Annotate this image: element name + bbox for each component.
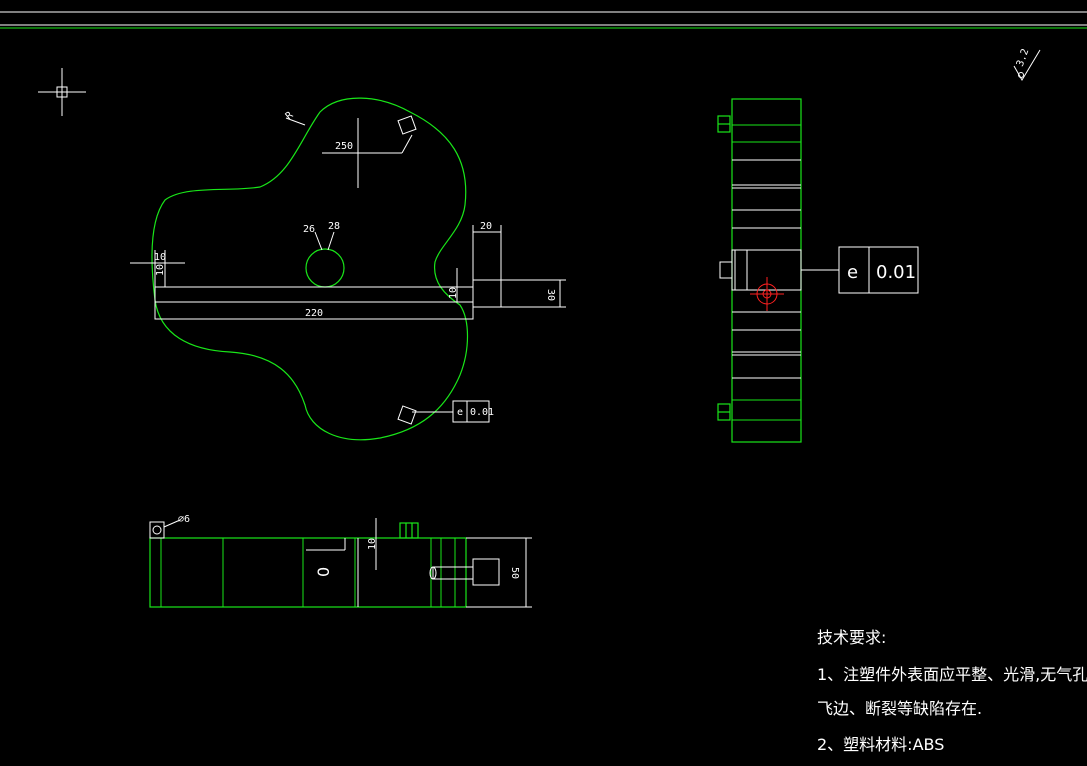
side-tolerance-symbol: e	[847, 262, 858, 283]
top-view: 250 R 26 28 220 20 30 10	[130, 97, 566, 441]
top-tolerance-value: 0.01	[470, 407, 494, 418]
length-dimension: 220	[305, 308, 323, 319]
surface-finish-value: 3.2	[1015, 47, 1032, 68]
hole-label-28: 28	[328, 221, 340, 232]
part-outline	[151, 97, 469, 441]
technical-notes: 技术要求: 1、注塑件外表面应平整、光滑,无气孔、缩孔、 飞边、断裂等缺陷存在.…	[817, 628, 1087, 754]
hole-label-26: 26	[303, 224, 315, 235]
side-view: e 0.01	[717, 98, 919, 443]
notes-title: 技术要求:	[817, 628, 886, 647]
front-depth-dimension: 10	[367, 538, 378, 550]
header-rule	[0, 11, 1087, 29]
crosshair-cursor-icon	[38, 68, 86, 116]
notes-line-3: 2、塑料材料:ABS	[817, 735, 944, 754]
height-dimension: 30	[545, 289, 556, 301]
top-tolerance-symbol: e	[457, 407, 463, 418]
slot-dimension: 10	[448, 287, 459, 299]
center-mark-icon	[750, 277, 784, 311]
width-dimension: 20	[480, 221, 492, 232]
side-tolerance-value: 0.01	[876, 262, 916, 283]
front-height-dimension: 50	[509, 567, 520, 579]
left-dimension-small: 10	[155, 264, 166, 276]
radius-label: R	[284, 109, 296, 122]
angle-label: 250	[335, 141, 353, 152]
notes-line-1: 1、注塑件外表面应平整、光滑,无气孔、缩孔、	[817, 665, 1087, 684]
front-hole-label: ⌀6	[178, 514, 190, 525]
surface-finish-icon: 3.2	[1013, 47, 1041, 81]
front-inner-label: 0	[314, 567, 333, 577]
notes-line-2: 飞边、断裂等缺陷存在.	[817, 699, 982, 718]
front-view: ⌀6 10 0 50	[149, 514, 532, 608]
left-dimension: 10	[154, 252, 166, 263]
